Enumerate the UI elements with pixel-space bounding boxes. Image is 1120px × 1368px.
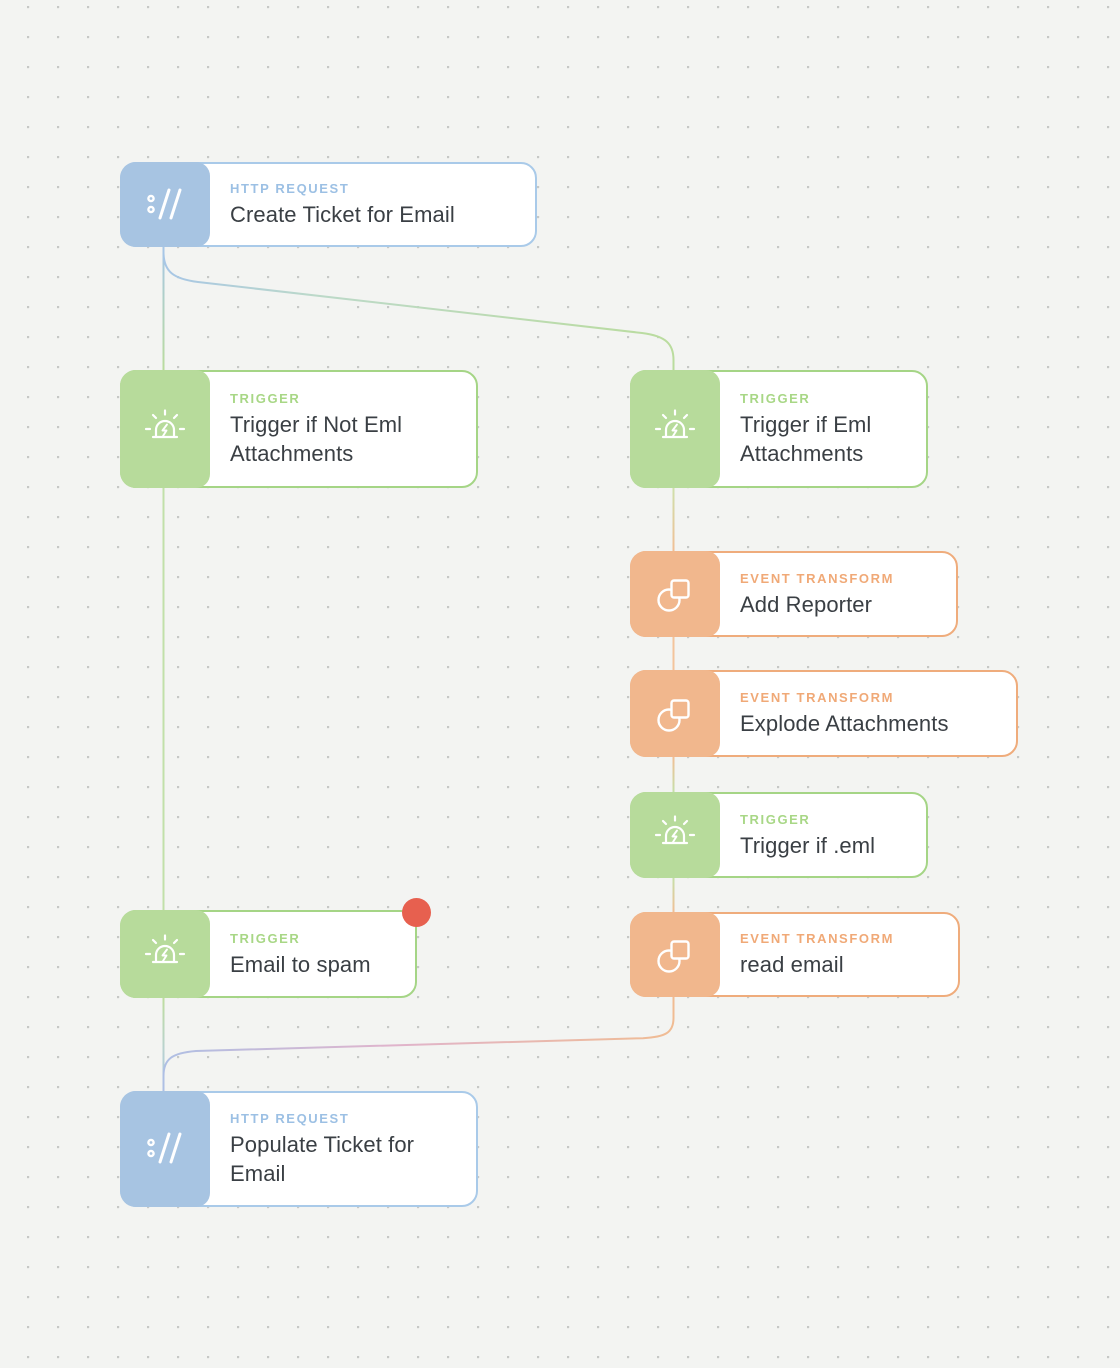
transform-icon-section	[630, 551, 720, 637]
node-create-ticket-for-email[interactable]: HTTP REQUEST Create Ticket for Email	[120, 162, 537, 247]
node-populate-ticket-for-email[interactable]: HTTP REQUEST Populate Ticket for Email	[120, 1091, 478, 1207]
node-title: read email	[740, 952, 844, 977]
node-type-label: TRIGGER	[230, 391, 301, 406]
node-email-to-spam[interactable]: TRIGGER Email to spam	[120, 898, 431, 998]
node-title: Email to spam	[230, 951, 371, 977]
node-type-label: EVENT TRANSFORM	[740, 690, 894, 705]
circle-square-transform-icon	[657, 698, 690, 732]
node-type-label: EVENT TRANSFORM	[740, 570, 894, 586]
node-type-label: HTTP REQUEST	[230, 181, 350, 196]
transform-icon-section	[630, 912, 720, 997]
edge-create-to-eml[interactable]	[162, 247, 675, 370]
siren-icon	[654, 815, 696, 845]
node-trigger-if-eml-attachments[interactable]: TRIGGER Trigger if Eml Attachments	[630, 370, 928, 488]
node-trigger-if-not-eml-attachments[interactable]: TRIGGER Trigger if Not Eml Attachments	[120, 370, 478, 488]
node-type-label: HTTP REQUEST	[230, 1111, 350, 1126]
siren-icon	[144, 934, 186, 964]
trigger-icon-section	[120, 370, 210, 488]
node-title: Trigger if Not Eml Attachments	[230, 412, 403, 466]
transform-icon-section	[630, 670, 720, 757]
trigger-icon-section	[630, 370, 720, 488]
http-icon-section	[120, 162, 210, 247]
node-title: Trigger if .eml	[740, 832, 876, 858]
url-slashes-icon	[147, 1132, 182, 1164]
edge-read-to-populate[interactable]	[162, 997, 675, 1091]
url-slashes-icon	[147, 188, 182, 219]
node-type-label: TRIGGER	[740, 391, 811, 406]
node-title: Trigger if Eml Attachments	[740, 412, 872, 466]
http-icon-section	[120, 1091, 210, 1207]
siren-icon	[144, 409, 186, 439]
node-title: Add Reporter	[740, 591, 873, 617]
circle-square-transform-icon	[657, 939, 690, 973]
trigger-icon-section	[630, 792, 720, 878]
trigger-icon-section	[120, 910, 210, 998]
node-explode-attachments[interactable]: EVENT TRANSFORM Explode Attachments	[630, 670, 1018, 757]
siren-icon	[654, 409, 696, 439]
node-type-label: TRIGGER	[230, 930, 301, 946]
node-add-reporter[interactable]: EVENT TRANSFORM Add Reporter	[630, 551, 958, 637]
node-trigger-if-eml[interactable]: TRIGGER Trigger if .eml	[630, 792, 928, 878]
node-title: Create Ticket for Email	[230, 202, 455, 227]
circle-square-transform-icon	[657, 579, 690, 612]
node-title: Explode Attachments	[740, 711, 949, 736]
node-read-email[interactable]: EVENT TRANSFORM read email	[630, 912, 960, 997]
alert-badge	[402, 898, 431, 927]
node-type-label: EVENT TRANSFORM	[740, 931, 894, 946]
node-type-label: TRIGGER	[740, 811, 811, 827]
node-title: Populate Ticket for Email	[230, 1132, 415, 1186]
